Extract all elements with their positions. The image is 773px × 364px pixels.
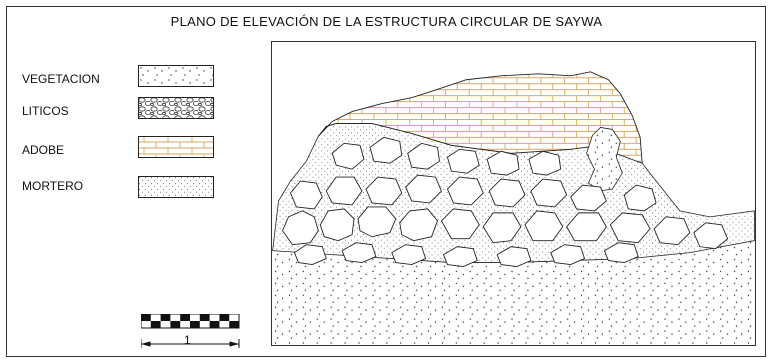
legend-swatch-lithics (138, 97, 214, 119)
legend-swatch-mortar (138, 176, 214, 198)
scale-checker (141, 314, 240, 329)
scale-arrow (141, 339, 240, 348)
drawing-frame (6, 6, 766, 357)
legend-swatch-vegetation (138, 65, 214, 87)
vegetation-patch (586, 127, 623, 192)
legend-label-lithics: LITICOS (22, 104, 69, 118)
lithic-stones (282, 136, 729, 267)
legend-swatch-adobe (138, 136, 214, 158)
adobe-cap (317, 71, 643, 164)
elevation-drawing (271, 41, 756, 346)
scale-bar (141, 314, 240, 348)
legend-label-adobe: ADOBE (22, 143, 65, 157)
scale-label: 1 (184, 333, 191, 347)
drawing-title: PLANO DE ELEVACIÓN DE LA ESTRUCTURA CIRC… (170, 14, 603, 29)
legend-label-vegetation: VEGETACION (22, 72, 100, 86)
legend-label-mortar: MORTERO (22, 179, 84, 193)
